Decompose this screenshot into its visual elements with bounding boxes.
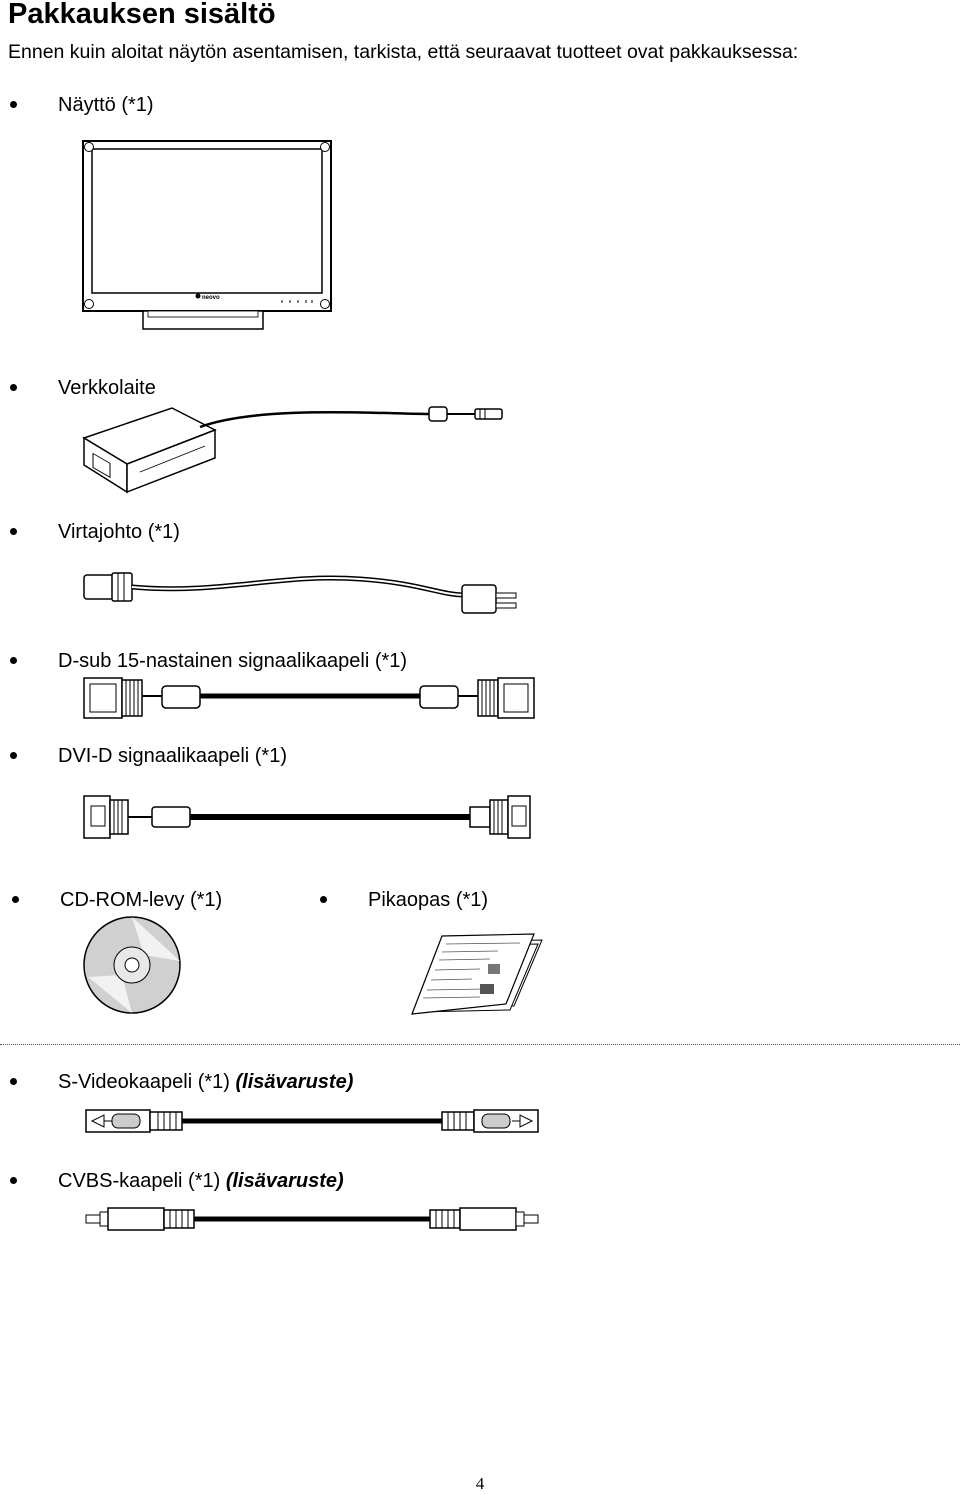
bullet: [12, 896, 19, 903]
item-label-monitor: Näyttö (*1): [58, 94, 154, 116]
svideo-label-text: S-Videokaapeli (*1): [58, 1071, 236, 1093]
svideo-cable-illustration: [85, 1109, 539, 1133]
item-label-dvi-cable: DVI-D signaalikaapeli (*1): [58, 745, 287, 767]
monitor-illustration: neovo: [82, 140, 332, 330]
divider: [0, 1044, 960, 1045]
bullet: [10, 384, 17, 391]
item-label-cdrom: CD-ROM-levy (*1): [60, 889, 223, 911]
power-adapter-illustration: [82, 406, 503, 494]
svideo-optional-text: (lisävaruste): [235, 1071, 354, 1093]
cvbs-optional-text: (lisävaruste): [225, 1170, 344, 1192]
power-cord-illustration: [83, 572, 517, 614]
cvbs-label-text: CVBS-kaapeli (*1): [58, 1170, 226, 1192]
bullet: [10, 657, 17, 664]
bullet: [10, 101, 17, 108]
item-label-cvbs-cable: CVBS-kaapeli (*1) (lisävaruste): [58, 1170, 344, 1193]
dvi-cable-illustration: [83, 795, 531, 839]
quick-guide-illustration: [411, 933, 543, 1015]
item-label-quick-guide: Pikaopas (*1): [368, 889, 489, 911]
cvbs-cable-illustration: [85, 1207, 539, 1231]
bullet: [10, 752, 17, 759]
intro-text: Ennen kuin aloitat näytön asentamisen, t…: [8, 41, 799, 63]
bullet: [10, 1078, 17, 1085]
item-label-power-cord: Virtajohto (*1): [58, 521, 180, 543]
monitor-logo-text: neovo: [202, 295, 220, 301]
item-label-adapter: Verkkolaite: [58, 377, 156, 399]
dsub-cable-illustration: [83, 677, 535, 719]
cdrom-illustration: [83, 916, 181, 1014]
item-label-dsub-cable: D-sub 15-nastainen signaalikaapeli (*1): [58, 650, 408, 672]
bullet: [10, 528, 17, 535]
item-label-svideo-cable: S-Videokaapeli (*1) (lisävaruste): [58, 1071, 353, 1094]
page-number: 4: [475, 1474, 485, 1493]
bullet: [320, 896, 327, 903]
bullet: [10, 1177, 17, 1184]
page-title: Pakkauksen sisältö: [8, 0, 276, 30]
